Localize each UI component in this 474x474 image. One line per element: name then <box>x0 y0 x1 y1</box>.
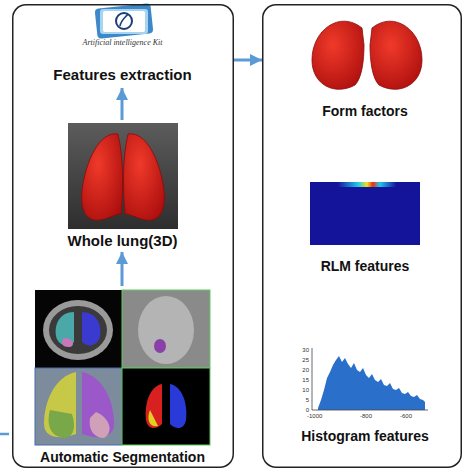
left-lung <box>82 134 123 220</box>
form-factor-render <box>312 21 422 89</box>
form-right-lung <box>370 21 422 89</box>
panel: Artificial intelligence KitFeatures extr… <box>12 4 234 468</box>
axis-tick-label: -600 <box>400 413 412 419</box>
flow-arrow <box>234 59 262 62</box>
process-step: Artificial intelligence KitFeatures extr… <box>30 4 215 88</box>
axial-thorax <box>49 306 107 354</box>
axis-tick-label: 0 <box>306 407 309 413</box>
volume-left-lung <box>170 384 186 428</box>
logo-back <box>95 3 154 39</box>
axis-tick-label: 5 <box>306 397 309 403</box>
axis-tick-label: 25 <box>302 357 309 363</box>
logo-text: Artificial intelligence Kit <box>30 38 215 47</box>
axis-tick-label: 10 <box>302 387 309 393</box>
y-axis <box>312 348 313 410</box>
logo-face <box>103 11 145 32</box>
coronal-right-lower <box>49 410 74 438</box>
histogram-bars <box>318 356 425 410</box>
logo-ring <box>116 13 132 29</box>
logo-mark <box>120 14 128 26</box>
node-title: RLM features <box>290 258 440 274</box>
node-title: Automatic Segmentation <box>35 449 210 465</box>
axial-view <box>35 290 122 368</box>
coronal-view <box>35 368 122 445</box>
rlm-field <box>310 182 420 245</box>
node-title: Features extraction <box>30 66 215 83</box>
volume-lobe <box>148 410 158 426</box>
flow-arrow <box>121 252 124 286</box>
volume-right-lung <box>146 384 162 428</box>
node-title: Form factors <box>290 103 440 119</box>
process-step: Whole lung(3D) <box>50 120 195 252</box>
logo-card <box>100 9 148 34</box>
axis-tick-label: 30 <box>302 347 309 353</box>
node-title: Whole lung(3D) <box>50 232 195 249</box>
x-axis <box>312 410 428 411</box>
axis-tick-label: -1000 <box>307 413 322 419</box>
volume-view <box>122 368 210 445</box>
whole-lung-render <box>68 123 178 229</box>
axial-lobe <box>62 338 73 347</box>
flow-arrow <box>121 88 124 120</box>
form-left-lung <box>312 21 364 89</box>
node-title: Histogram features <box>290 428 440 444</box>
process-step: Automatic Segmentation <box>35 286 210 466</box>
incoming-arrow <box>0 433 9 436</box>
axis-tick-label: 15 <box>302 377 309 383</box>
axial-body <box>43 300 113 360</box>
aik-logo <box>95 3 154 39</box>
sagittal-body <box>138 296 194 364</box>
axis-tick-label: 20 <box>302 367 309 373</box>
feature-item: RLM features <box>290 175 440 282</box>
histogram-plot <box>312 348 428 410</box>
right-lung <box>123 134 164 220</box>
rlm-hotspot <box>338 182 396 187</box>
panel: Form factorsRLM featuresHistogram featur… <box>262 4 462 468</box>
axial-left-lung <box>82 312 100 345</box>
feature-item: Form factors <box>290 10 440 122</box>
coronal-right-upper <box>44 372 76 437</box>
sagittal-lobe <box>154 339 166 353</box>
segmentation-mosaic <box>35 290 210 445</box>
sagittal-view <box>122 290 210 368</box>
axis-tick-label: -800 <box>360 413 372 419</box>
coronal-left-lower <box>90 412 110 438</box>
feature-item: Histogram features <box>290 335 440 455</box>
rlm-map <box>310 182 420 245</box>
render-background <box>68 123 178 229</box>
coronal-left-upper <box>82 372 114 437</box>
